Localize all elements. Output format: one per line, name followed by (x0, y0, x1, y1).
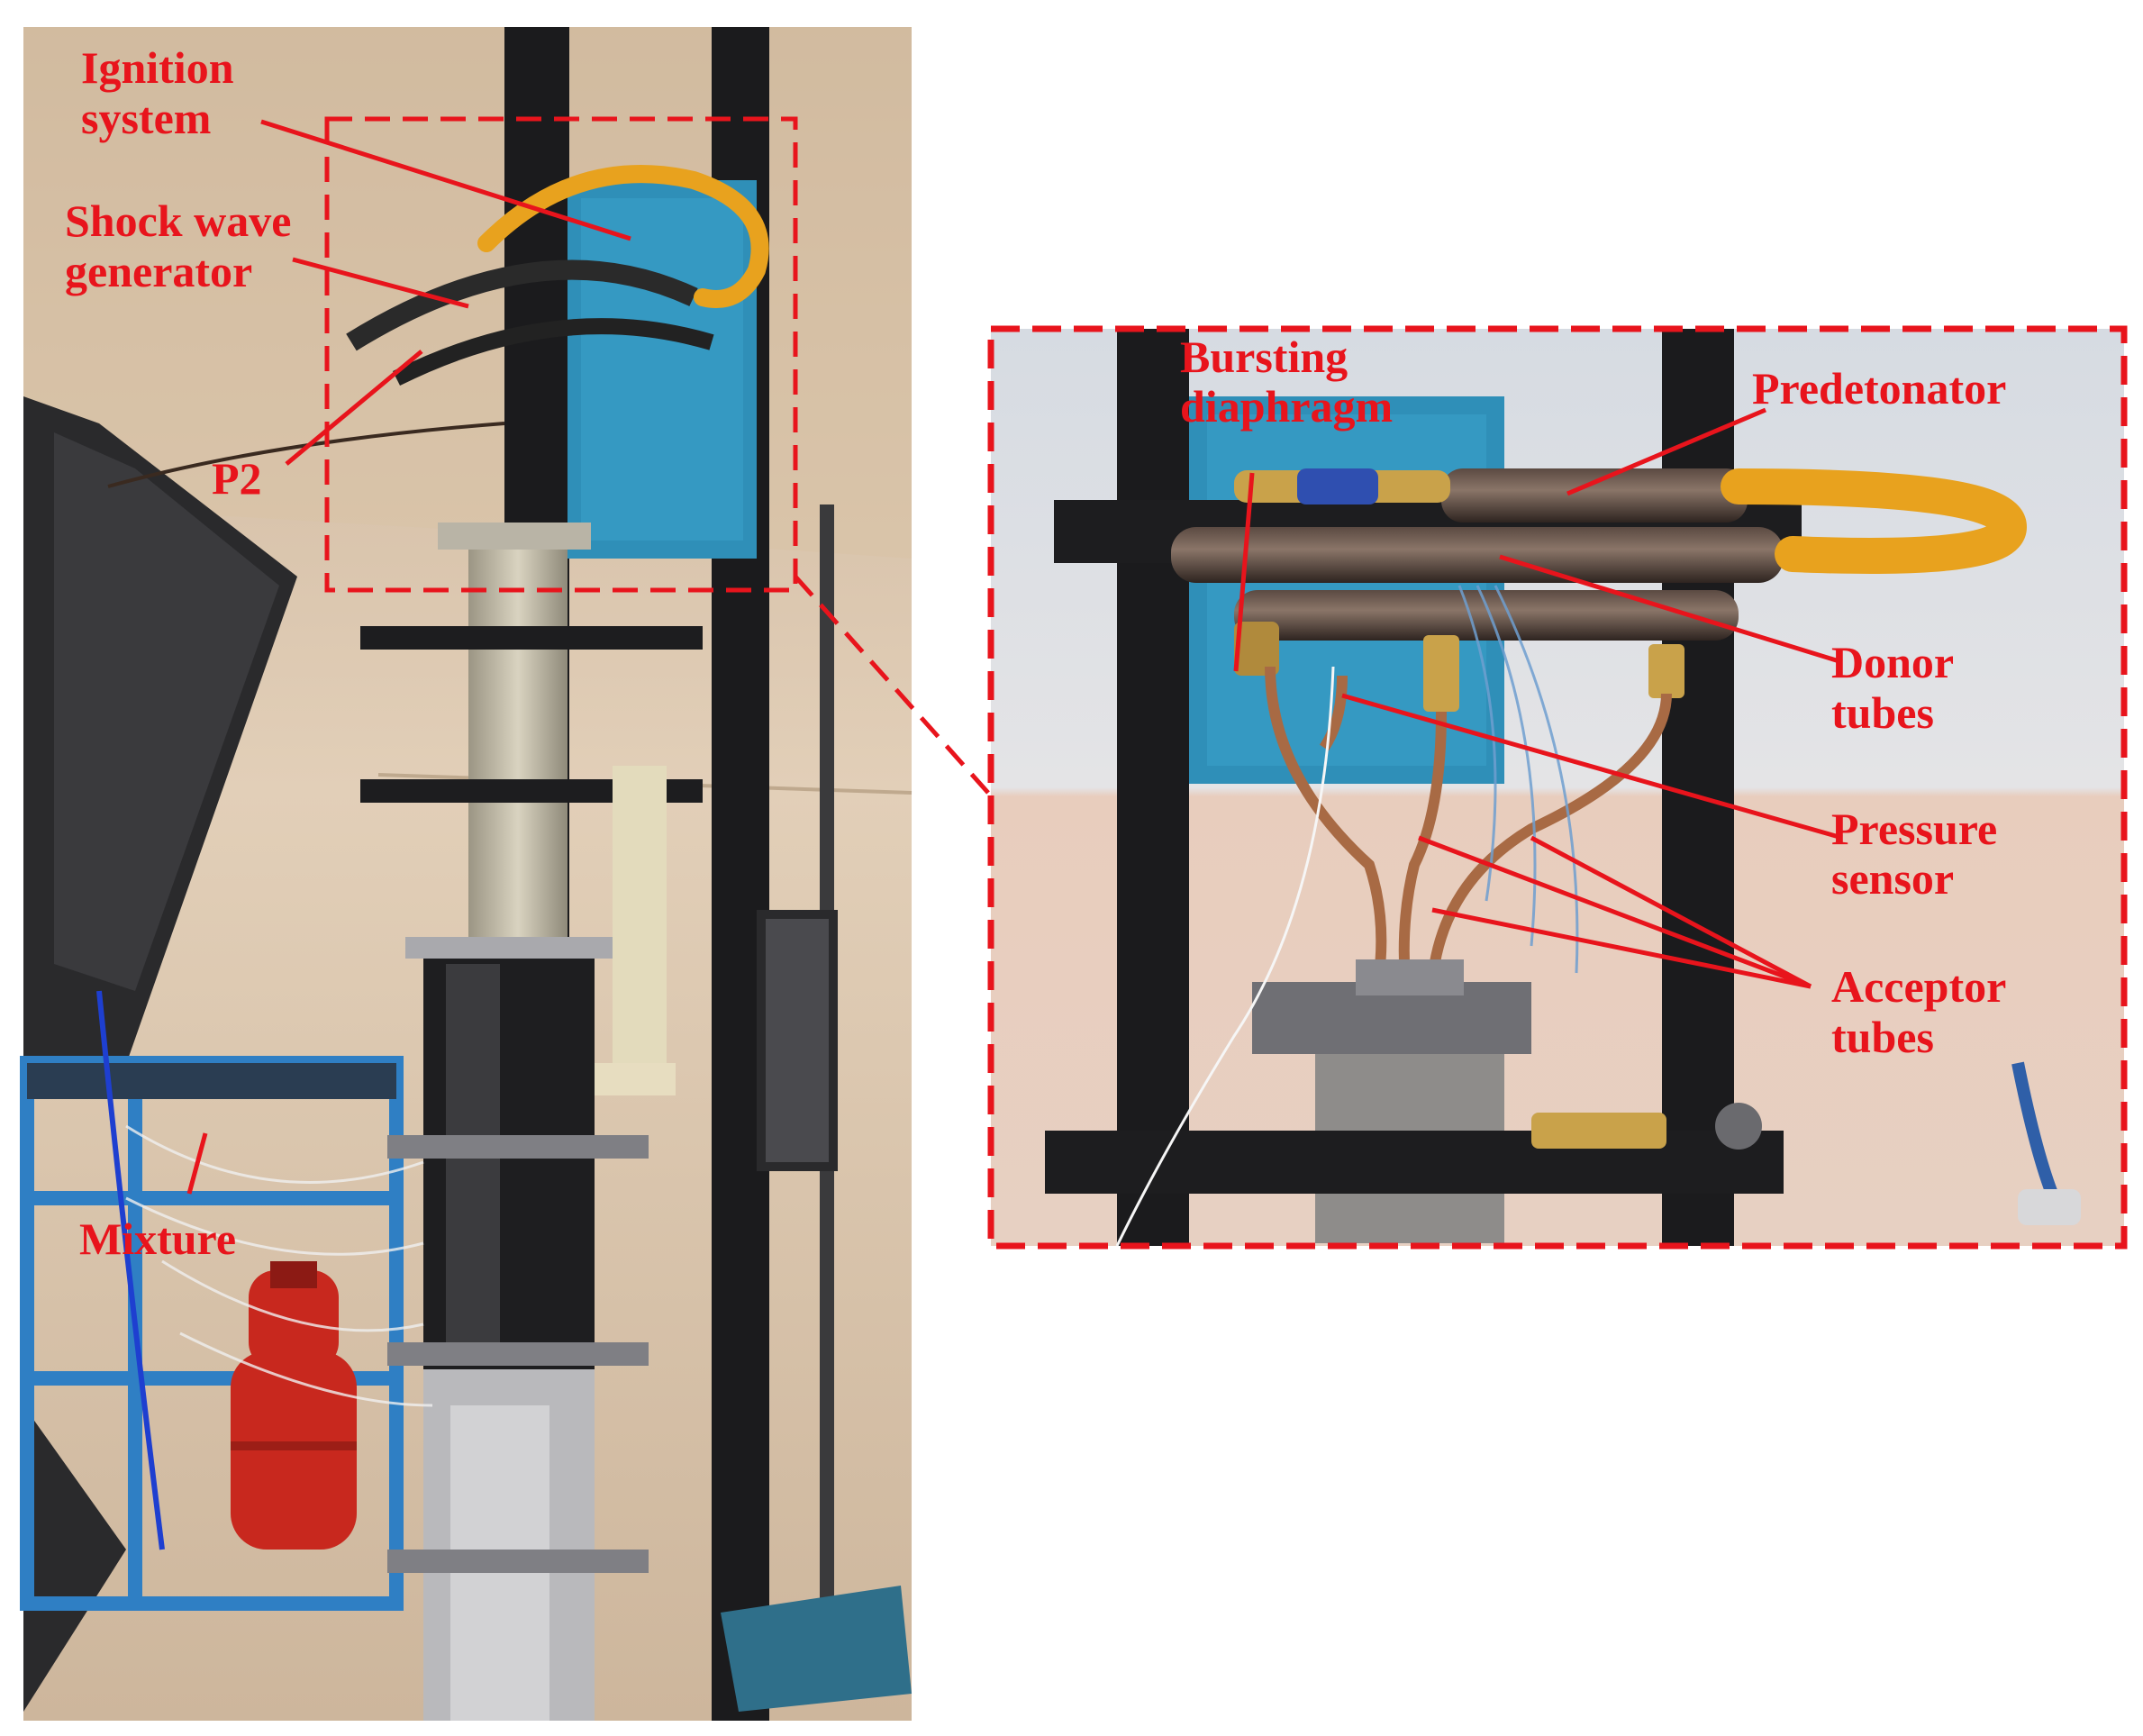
leader-donor (1499, 554, 1843, 665)
leader-shock (292, 257, 469, 309)
label-ignition-line2: system (81, 93, 211, 143)
label-donor-line1: Donor (1831, 637, 1954, 687)
leader-acceptor-1 (1418, 835, 1812, 989)
label-ignition-line1: Ignition (81, 42, 234, 93)
detail-photo-frame (987, 325, 2128, 1250)
leader-acceptor-2 (1431, 907, 1812, 989)
label-bursting-line1: Bursting (1180, 332, 1348, 382)
detail-region-box (324, 116, 798, 593)
label-shock-line1: Shock wave (65, 195, 291, 246)
photo-right (991, 329, 2124, 1247)
label-pressure-line1: Pressure (1831, 804, 1997, 854)
leader-bursting (1233, 472, 1255, 672)
label-bursting-line2: diaphragm (1180, 381, 1393, 432)
gas-cylinder (231, 1261, 357, 1550)
leader-lines (186, 119, 1843, 1195)
photo-left (20, 27, 913, 1721)
leader-pressure (1341, 693, 1843, 841)
leader-ignition (260, 119, 631, 241)
label-predetonator: Predetonator (1752, 363, 2006, 414)
label-acceptor-line2: tubes (1831, 1012, 1934, 1062)
leader-mixture (186, 1132, 208, 1195)
label-pressure-line2: sensor (1831, 853, 1954, 904)
zoom-connector-line (794, 575, 990, 795)
label-mixture: Mixture (79, 1213, 236, 1264)
label-shock-line2: generator (65, 246, 252, 296)
label-acceptor-line1: Acceptor (1831, 961, 2006, 1012)
leader-acceptor-3 (1530, 835, 1812, 989)
leader-p2 (285, 350, 423, 466)
annotations: Ignition system Shock wave generator P2 … (65, 42, 2006, 1264)
label-p2: P2 (212, 453, 262, 504)
label-donor-line2: tubes (1831, 687, 1934, 738)
leader-predetonator (1566, 407, 1766, 496)
